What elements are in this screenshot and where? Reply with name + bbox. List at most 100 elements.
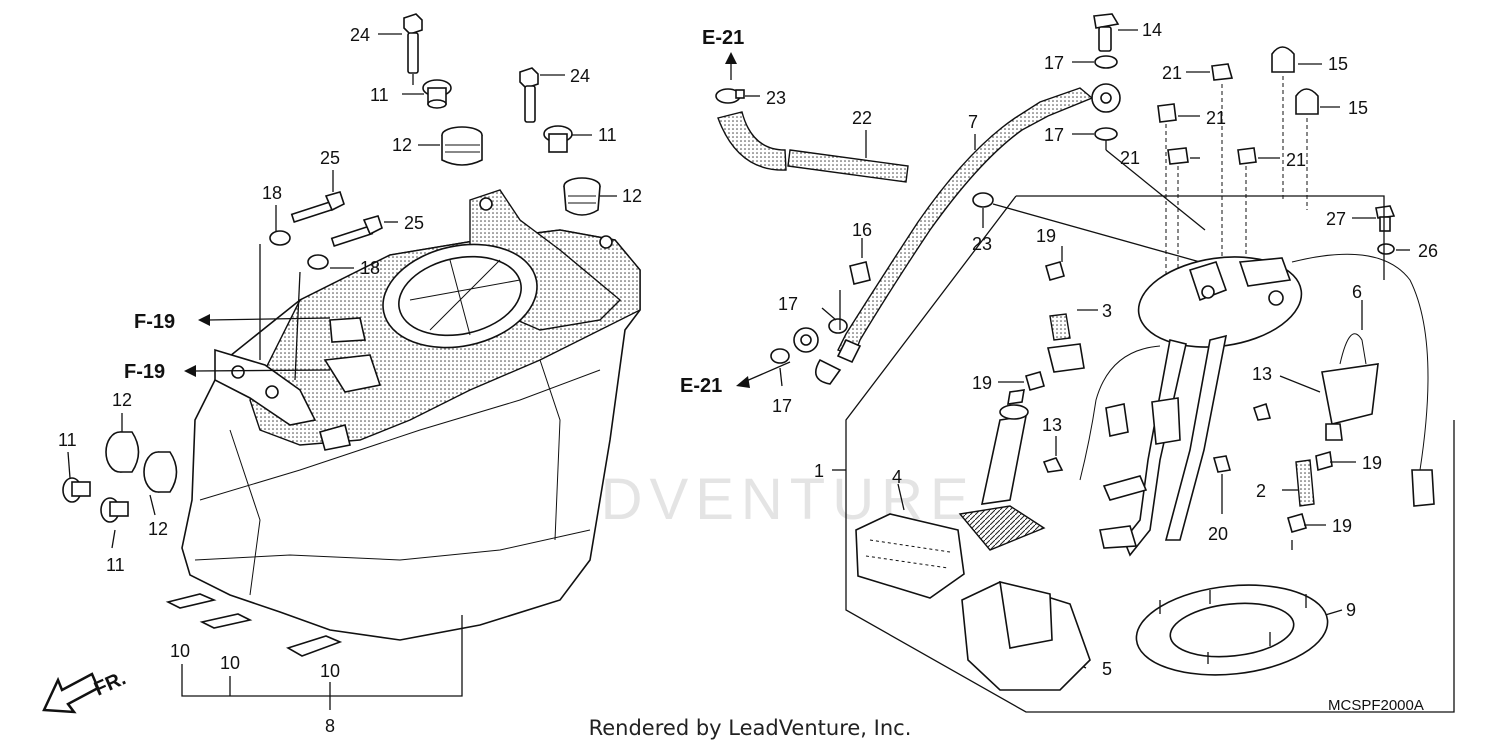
callout-24: 24 xyxy=(570,66,590,86)
fuel-hose xyxy=(787,149,909,183)
callout-15: 15 xyxy=(1348,98,1368,118)
tank-pump-opening xyxy=(382,243,538,349)
footer-credit: Rendered by LeadVenture, Inc. xyxy=(588,716,912,740)
e21-arrow-bottom xyxy=(736,361,791,388)
callout-25: 25 xyxy=(404,213,424,233)
line-fitting xyxy=(814,358,842,385)
cap-nut xyxy=(1295,88,1319,115)
banjo-fitting xyxy=(1091,83,1121,113)
callout-5: 5 xyxy=(1102,659,1112,679)
sealing-washer xyxy=(770,348,790,364)
nut xyxy=(1211,63,1234,81)
callout-17: 17 xyxy=(778,294,798,314)
hose-clip xyxy=(1315,450,1333,472)
callout-3: 3 xyxy=(1102,301,1112,321)
callout-24: 24 xyxy=(350,25,370,45)
callout-2: 2 xyxy=(1256,481,1266,501)
front-label: FR. xyxy=(91,667,129,700)
line-fitting xyxy=(836,338,862,364)
bolt xyxy=(519,67,539,123)
callout-9: 9 xyxy=(1346,600,1356,620)
callout-11: 11 xyxy=(106,555,125,575)
callout-1: 1 xyxy=(814,461,824,481)
pump-frame xyxy=(1099,334,1228,557)
cap-nut xyxy=(1271,46,1295,73)
bolt xyxy=(1042,457,1064,473)
e21-arrow-top xyxy=(725,52,737,80)
callout-4: 4 xyxy=(892,467,902,487)
bolt xyxy=(403,13,423,85)
fuel-hose-short xyxy=(717,111,787,171)
callout-23: 23 xyxy=(972,234,992,254)
connector xyxy=(1151,397,1181,445)
banjo-fitting xyxy=(793,327,819,353)
callout-15: 15 xyxy=(1328,54,1348,74)
callout-7: 7 xyxy=(968,112,978,132)
callout-13: 13 xyxy=(1252,364,1272,384)
fuel-tank xyxy=(181,189,641,641)
callout-6: 6 xyxy=(1352,282,1362,302)
mount-hole xyxy=(479,197,493,211)
f19-arrow-top xyxy=(198,314,331,326)
callout-12: 12 xyxy=(392,135,412,155)
pump-top-plate xyxy=(1137,256,1303,348)
collar xyxy=(422,79,452,109)
label-sticker xyxy=(199,613,253,629)
bolt xyxy=(1252,402,1272,421)
callout-8: 8 xyxy=(325,716,335,736)
ref-f19-top: F-19 xyxy=(134,311,175,333)
fuel-hose-piece xyxy=(1049,313,1071,341)
callout-25: 25 xyxy=(320,148,340,168)
fuel-sponge-filter xyxy=(855,513,965,599)
callout-23: 23 xyxy=(766,88,786,108)
rubber-grommet xyxy=(441,126,483,166)
pressure-regulator xyxy=(1047,343,1085,373)
bolt xyxy=(1093,13,1120,52)
collar xyxy=(62,477,91,503)
callout-11: 11 xyxy=(58,430,77,450)
callout-21: 21 xyxy=(1120,148,1140,168)
bolt xyxy=(1375,205,1396,232)
diagram-code: MCSPF2000A xyxy=(1328,697,1424,714)
callout-10: 10 xyxy=(220,653,240,673)
sealing-washer xyxy=(828,318,848,334)
callout-16: 16 xyxy=(852,220,872,240)
callout-19: 19 xyxy=(1362,453,1382,473)
callout-12: 12 xyxy=(622,186,642,206)
rubber-grommet xyxy=(563,177,601,216)
callout-17: 17 xyxy=(1044,53,1064,73)
hose-clip xyxy=(1025,371,1045,391)
pump-cover xyxy=(961,580,1091,691)
callout-20: 20 xyxy=(1208,524,1228,544)
bolt xyxy=(1212,455,1232,473)
bolt xyxy=(330,215,383,247)
callout-17: 17 xyxy=(772,396,792,416)
callout-13: 13 xyxy=(1042,415,1062,435)
hose-clamp xyxy=(972,192,994,208)
callout-10: 10 xyxy=(320,661,340,681)
callout-12: 12 xyxy=(148,519,168,539)
washer xyxy=(269,230,291,246)
pump-mounting-ring xyxy=(1135,584,1329,676)
callout-21: 21 xyxy=(1162,63,1182,83)
tank-bracket xyxy=(214,348,317,426)
ref-e21-bottom: E-21 xyxy=(680,375,722,397)
callout-22: 22 xyxy=(852,108,872,128)
callout-26: 26 xyxy=(1418,241,1438,261)
fuel-pump-motor xyxy=(980,389,1029,505)
washer xyxy=(1377,243,1395,255)
harness-connector xyxy=(1411,469,1435,507)
assembly-frame xyxy=(1016,195,1385,280)
callout-10: 10 xyxy=(170,641,190,661)
harness-wire xyxy=(1291,253,1429,471)
callout-19: 19 xyxy=(1036,226,1056,246)
callout-17: 17 xyxy=(1044,125,1064,145)
bolt xyxy=(290,191,345,223)
callout-12: 12 xyxy=(112,390,132,410)
callout-19: 19 xyxy=(1332,516,1352,536)
sealing-washer xyxy=(1094,127,1118,141)
hose-clamp xyxy=(715,88,745,104)
fuel-feed-line xyxy=(837,87,1094,357)
callout-19: 19 xyxy=(972,373,992,393)
